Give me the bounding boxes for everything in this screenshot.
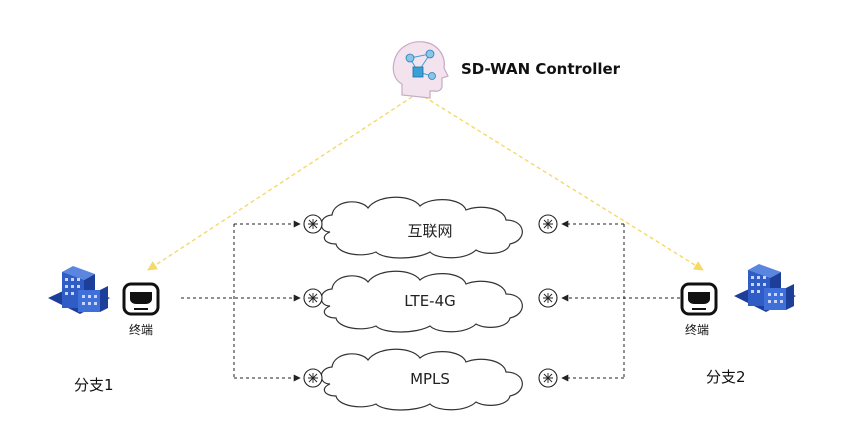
branch-label-1: 分支1 (74, 376, 114, 394)
router-icon (303, 288, 323, 308)
terminal-device-icon-branch2 (680, 282, 718, 316)
control-link-branch1 (147, 92, 419, 271)
data-links-left (181, 220, 301, 382)
terminal-device-icon-branch1 (122, 282, 160, 316)
branch-label-2: 分支2 (706, 368, 746, 386)
router-icon (303, 368, 323, 388)
router-icon (303, 214, 323, 234)
network-label-lte: LTE-4G (404, 292, 456, 310)
building-icon-branch1 (48, 266, 110, 314)
router-icon (538, 214, 558, 234)
controller-head-icon (392, 41, 449, 99)
terminal-label-branch2: 终端 (685, 323, 710, 337)
network-label-mpls: MPLS (410, 370, 450, 388)
routers (303, 214, 558, 388)
data-links-right (561, 220, 680, 382)
terminal-label-branch1: 终端 (129, 323, 154, 337)
control-links (147, 92, 704, 271)
controller-label: SD-WAN Controller (461, 60, 621, 78)
cloud-mpls (320, 348, 523, 411)
network-label-internet: 互联网 (407, 222, 453, 240)
cloud-internet (320, 196, 523, 259)
building-icon-branch2 (734, 264, 796, 312)
cloud-lte (320, 270, 523, 333)
router-icon (538, 368, 558, 388)
router-icon (538, 288, 558, 308)
